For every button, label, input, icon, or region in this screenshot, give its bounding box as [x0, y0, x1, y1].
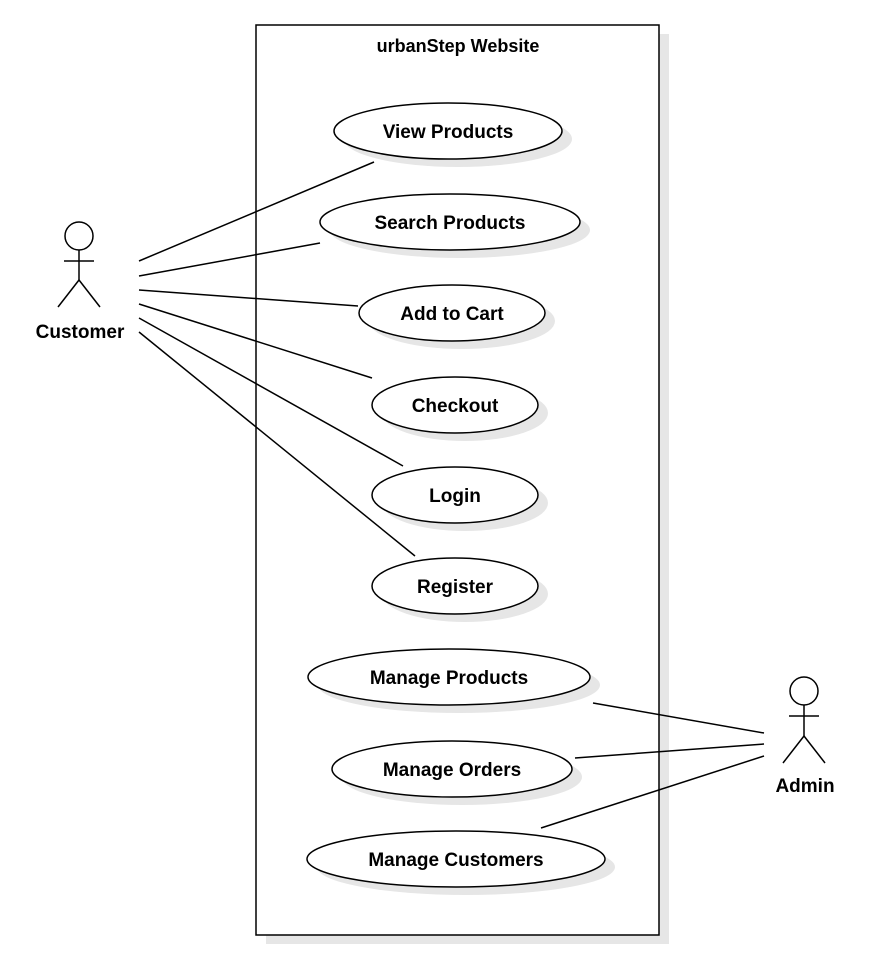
use-case-view-products[interactable]: View Products — [333, 102, 572, 167]
use-case-manage-products[interactable]: Manage Products — [307, 648, 600, 713]
use-case-search-products[interactable]: Search Products — [319, 193, 590, 258]
use-case-ellipse[interactable] — [306, 830, 606, 888]
actor-head — [64, 221, 94, 251]
association-customer-register — [138, 331, 416, 557]
association-customer-add-to-cart — [138, 289, 359, 307]
use-case-ellipse[interactable] — [371, 466, 539, 524]
use-case-manage-orders[interactable]: Manage Orders — [331, 740, 582, 805]
use-case-ellipse[interactable] — [371, 557, 539, 615]
use-case-label: Add to Cart — [400, 304, 504, 325]
use-case-ellipse[interactable] — [333, 102, 563, 160]
admin-associations — [540, 702, 765, 829]
use-case-add-to-cart[interactable]: Add to Cart — [358, 284, 555, 349]
use-case-label: Manage Products — [370, 668, 528, 689]
association-admin-manage-customers — [540, 755, 765, 829]
actor-admin[interactable]: Admin — [775, 676, 835, 797]
actor-right-leg — [78, 279, 101, 308]
association-customer-login — [138, 317, 404, 467]
use-case-ellipse[interactable] — [331, 740, 573, 798]
use-case-ellipse[interactable] — [358, 284, 546, 342]
use-case-ellipse[interactable] — [319, 193, 581, 251]
actor-label: Admin — [775, 776, 834, 797]
association-customer-view-products — [138, 161, 375, 262]
use-case-label: Register — [417, 577, 494, 598]
system-title: urbanStep Website — [377, 36, 540, 56]
association-admin-manage-products — [592, 702, 765, 734]
association-admin-manage-orders — [574, 743, 765, 759]
actor-right-leg — [803, 735, 826, 764]
stick-figure-icon — [57, 221, 101, 308]
association-customer-search-products — [138, 242, 321, 277]
use-case-manage-customers[interactable]: Manage Customers — [306, 830, 615, 895]
use-case-register[interactable]: Register — [371, 557, 548, 622]
use-case-label: Manage Orders — [383, 760, 521, 781]
use-case-checkout[interactable]: Checkout — [371, 376, 548, 441]
use-case-login[interactable]: Login — [371, 466, 548, 531]
use-case-ellipse[interactable] — [371, 376, 539, 434]
use-case-label: Manage Customers — [368, 850, 543, 871]
actor-label: Customer — [36, 322, 125, 343]
association-customer-checkout — [138, 303, 373, 379]
use-case-label: View Products — [383, 122, 514, 143]
customer-associations — [138, 161, 416, 557]
use-case-label: Checkout — [412, 396, 499, 417]
use-case-label: Login — [429, 486, 481, 507]
actor-customer[interactable]: Customer — [36, 221, 125, 343]
use-case-label: Search Products — [375, 213, 526, 234]
stick-figure-icon — [782, 676, 826, 764]
actor-left-leg — [57, 279, 80, 308]
use-case-ellipse[interactable] — [307, 648, 591, 706]
actor-head — [789, 676, 819, 706]
actor-left-leg — [782, 735, 805, 764]
